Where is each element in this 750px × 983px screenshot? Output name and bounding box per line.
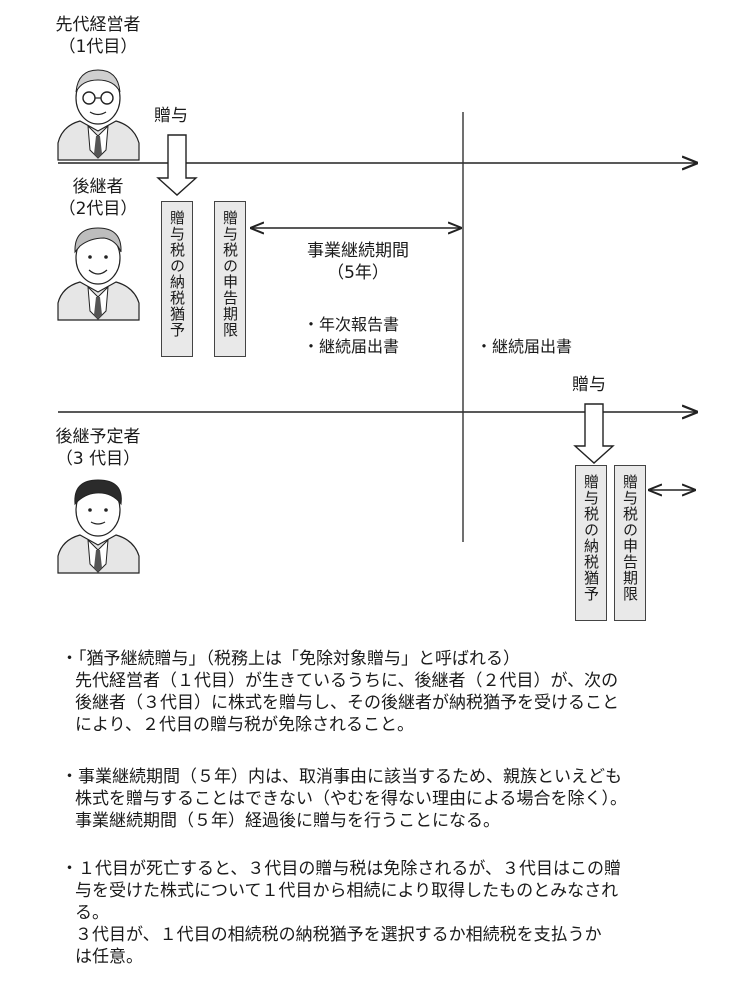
gift-label-2: 贈与: [572, 375, 606, 395]
box-tax-deferral-3rd-text: 贈与税の納税猶予: [582, 474, 600, 602]
note-3-line: ３代目が、１代目の相続税の納税猶予を選択するか相続税を支払うか: [75, 925, 602, 945]
person-1-label: 先代経営者 （1代目）: [28, 14, 168, 58]
box-tax-deferral-2nd-text: 贈与税の納税猶予: [168, 210, 186, 338]
box-tax-deferral-3rd: 贈与税の納税猶予: [575, 465, 607, 621]
box-filing-deadline-2nd: 贈与税の申告期限: [214, 201, 246, 357]
report-continuation-after: ・継続届出書: [476, 337, 573, 356]
note-1-line: ・「猶予継続贈与」（税務上は「免除対象贈与」と呼ばれる）: [61, 649, 520, 669]
box-tax-deferral-2nd: 贈与税の納税猶予: [161, 201, 193, 357]
period-years: （5年）: [327, 263, 389, 283]
person-2-avatar: [57, 227, 140, 321]
person-3-label: 後継予定者 （3 代目）: [28, 426, 168, 470]
person-3-generation: （3 代目）: [55, 449, 141, 469]
note-3-line: ・１代目が死亡すると、３代目の贈与税は免除されるが、３代目はこの贈: [61, 859, 621, 879]
gift-arrow-1: [156, 134, 198, 196]
box-filing-deadline-3rd-text: 贈与税の申告期限: [621, 474, 639, 602]
note-2-line: 株式を贈与することはできない（やむを得ない理由による場合を除く）。: [75, 789, 627, 809]
person-3-avatar: [57, 479, 140, 574]
note-3: ・１代目が死亡すると、３代目の贈与税は免除されるが、３代目はこの贈 与を受けた株…: [61, 858, 735, 968]
report-annual: ・年次報告書: [303, 315, 400, 334]
person-3-role: 後継予定者: [55, 427, 141, 447]
person-1-role: 先代経営者: [55, 15, 141, 35]
report-continuation: ・継続届出書: [303, 337, 400, 356]
person-2-label: 後継者 （2代目）: [28, 176, 168, 220]
gift-arrow-2: [573, 403, 615, 464]
box-filing-deadline-2nd-text: 贈与税の申告期限: [221, 210, 239, 338]
person-2-generation: （2代目）: [58, 199, 138, 219]
period-title: 事業継続期間: [307, 241, 409, 261]
box-filing-deadline-3rd: 贈与税の申告期限: [614, 465, 646, 621]
note-2: ・事業継続期間（５年）内は、取消事由に該当するため、親族といえども 株式を贈与す…: [61, 766, 735, 832]
note-1-line: 後継者（３代目）に株式を贈与し、その後継者が納税猶予を受けること: [75, 693, 619, 713]
note-1-line: 先代経営者（１代目）が生きているうちに、後継者（２代目）が、次の: [75, 671, 619, 691]
gift-label-1: 贈与: [154, 106, 188, 126]
note-1: ・「猶予継続贈与」（税務上は「免除対象贈与」と呼ばれる） 先代経営者（１代目）が…: [61, 648, 735, 736]
note-3-line: る。: [75, 903, 109, 923]
note-3-line: は任意。: [75, 947, 143, 967]
business-continuation-period: 事業継続期間 （5年）: [290, 240, 426, 284]
note-2-line: ・事業継続期間（５年）内は、取消事由に該当するため、親族といえども: [61, 767, 622, 787]
note-3-line: 与を受けた株式について１代目から相続により取得したものとみなされ: [75, 881, 619, 901]
note-2-line: 事業継続期間（５年）経過後に贈与を行うことになる。: [75, 811, 500, 831]
person-2-role: 後継者: [72, 177, 124, 197]
person-1-avatar: [57, 69, 140, 161]
person-1-generation: （1代目）: [58, 37, 138, 57]
note-1-line: により、２代目の贈与税が免除されること。: [75, 715, 414, 735]
